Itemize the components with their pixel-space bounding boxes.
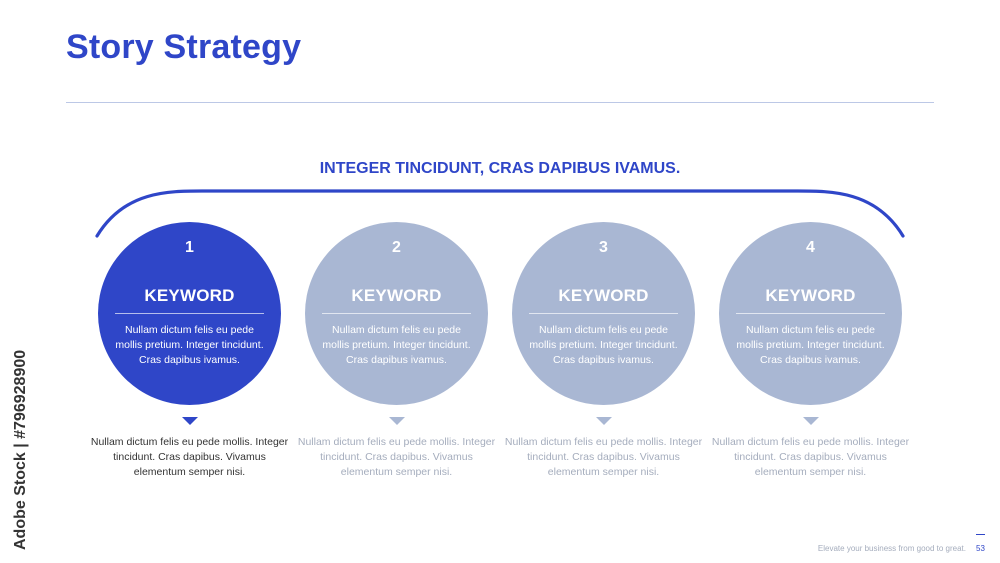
step-divider (322, 313, 471, 314)
step-keyword: KEYWORD (351, 286, 442, 305)
footer-tagline: Elevate your business from good to great… (817, 544, 966, 553)
step-number: 2 (392, 239, 401, 256)
step-1: 1 KEYWORD Nullam dictum felis eu pede mo… (91, 222, 288, 480)
step-divider (736, 313, 885, 314)
step-description: Nullam dictum felis eu pede mollis. Inte… (90, 436, 289, 478)
step-description: Nullam dictum felis eu pede mollis. Inte… (504, 436, 703, 478)
title-divider (66, 102, 934, 103)
step-number: 4 (806, 239, 815, 256)
step-circle-text: Nullam dictum felis eu pede mollis preti… (322, 324, 471, 366)
step-number: 3 (599, 239, 608, 256)
step-description: Nullam dictum felis eu pede mollis. Inte… (297, 436, 496, 478)
step-pointer-icon (388, 417, 405, 425)
step-circle: 1 KEYWORD Nullam dictum felis eu pede mo… (98, 222, 281, 405)
step-number: 1 (185, 239, 194, 256)
step-circle-text: Nullam dictum felis eu pede mollis preti… (115, 324, 264, 366)
stock-watermark: Adobe Stock | #796928900 (12, 349, 29, 550)
step-pointer-icon (181, 417, 198, 425)
step-pointer-icon (595, 417, 612, 425)
footer-divider (976, 534, 985, 535)
step-circle-text: Nullam dictum felis eu pede mollis preti… (529, 324, 678, 366)
step-circle: 3 KEYWORD Nullam dictum felis eu pede mo… (512, 222, 695, 405)
step-circle-text: Nullam dictum felis eu pede mollis preti… (736, 324, 885, 366)
step-description: Nullam dictum felis eu pede mollis. Inte… (711, 436, 910, 478)
step-divider (529, 313, 678, 314)
step-divider (115, 313, 264, 314)
step-2: 2 KEYWORD Nullam dictum felis eu pede mo… (298, 222, 495, 480)
slide-title: Story Strategy (66, 28, 302, 66)
step-4: 4 KEYWORD Nullam dictum felis eu pede mo… (712, 222, 909, 480)
step-3: 3 KEYWORD Nullam dictum felis eu pede mo… (505, 222, 702, 480)
step-circle: 4 KEYWORD Nullam dictum felis eu pede mo… (719, 222, 902, 405)
section-heading: INTEGER TINCIDUNT, CRAS DAPIBUS IVAMUS. (319, 160, 681, 177)
page-number: 53 (976, 544, 985, 553)
step-circle: 2 KEYWORD Nullam dictum felis eu pede mo… (305, 222, 488, 405)
step-keyword: KEYWORD (765, 286, 856, 305)
step-keyword: KEYWORD (144, 286, 235, 305)
step-pointer-icon (802, 417, 819, 425)
step-keyword: KEYWORD (558, 286, 649, 305)
